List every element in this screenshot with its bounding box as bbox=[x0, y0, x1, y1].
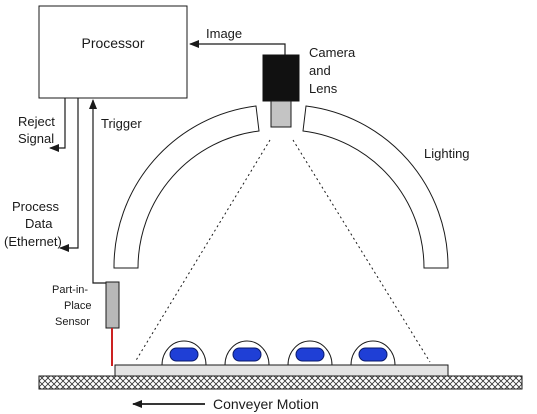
sensor-label-line1: Part-in- bbox=[52, 284, 88, 296]
processor-box bbox=[38, 5, 188, 99]
process-label-line3: (Ethernet) bbox=[4, 234, 62, 249]
part bbox=[358, 347, 388, 362]
conveyor-motion-label: Conveyer Motion bbox=[213, 396, 319, 412]
part bbox=[295, 347, 325, 362]
field-of-view-left bbox=[134, 139, 271, 363]
lighting-left-arc bbox=[113, 105, 260, 269]
part-in-place-sensor bbox=[105, 281, 120, 329]
reject-label-line2: Signal bbox=[18, 131, 54, 146]
image-label: Image bbox=[206, 26, 242, 41]
part bbox=[232, 347, 262, 362]
camera-label-line3: Lens bbox=[309, 81, 338, 96]
lighting-right-arc bbox=[302, 105, 449, 269]
process-label-line1: Process bbox=[12, 199, 59, 214]
field-of-view-right bbox=[292, 139, 431, 363]
camera-label-line1: Camera bbox=[309, 45, 356, 60]
sensor-label-line2: Place bbox=[64, 300, 92, 312]
trigger-label: Trigger bbox=[101, 116, 142, 131]
reject-signal-line bbox=[49, 98, 66, 152]
process-label-line2: Data bbox=[25, 216, 53, 231]
processor-label: Processor bbox=[81, 35, 144, 51]
parts-group bbox=[161, 340, 396, 366]
part-tray bbox=[114, 364, 449, 377]
reject-label-line1: Reject bbox=[18, 114, 55, 129]
image-line bbox=[189, 40, 286, 56]
camera-body bbox=[262, 54, 300, 102]
camera-label-line2: and bbox=[309, 63, 331, 78]
camera-lens bbox=[270, 100, 292, 128]
lighting-label: Lighting bbox=[424, 146, 470, 161]
sensor-label-line3: Sensor bbox=[55, 316, 90, 328]
process-data-line bbox=[59, 98, 79, 252]
conveyor-belt bbox=[38, 375, 523, 390]
part bbox=[169, 347, 199, 362]
trigger-line bbox=[89, 99, 106, 284]
